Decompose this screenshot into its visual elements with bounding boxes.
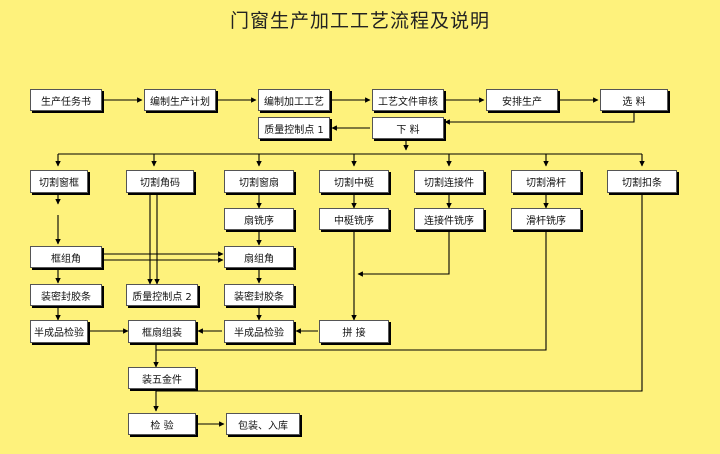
cut-mullion-box: 切割中梃	[319, 170, 389, 193]
cut-sash-box: 切割窗扇	[224, 170, 294, 193]
final-inspection-box: 检 验	[128, 413, 196, 435]
frame-corner-assembly-box: 框组角	[30, 246, 102, 268]
hardware-installation-box: 装五金件	[128, 367, 196, 389]
sash-seal-strip-box: 装密封胶条	[224, 284, 294, 306]
cut-slide-bar-box: 切割滑杆	[511, 170, 581, 193]
task-order-box: 生产任务书	[30, 89, 102, 111]
connector-milling-box: 连接件铣序	[414, 208, 484, 230]
production-plan-box: 编制生产计划	[144, 89, 216, 111]
slide-bar-milling-box: 滑杆铣序	[511, 208, 581, 230]
packing-warehousing-box: 包装、入库	[226, 413, 300, 435]
cut-frame-box: 切割窗框	[30, 170, 88, 193]
splicing-box: 拼 接	[319, 320, 389, 343]
material-selection-box: 选 料	[600, 89, 668, 111]
sash-semi-finished-inspection-box: 半成品检验	[224, 320, 294, 343]
cut-connector-box: 切割连接件	[414, 170, 484, 193]
cut-corner-code-box: 切割角码	[126, 170, 194, 193]
document-review-box: 工艺文件审核	[372, 89, 444, 111]
sash-milling-box: 扇铣序	[224, 208, 294, 230]
page-title: 门窗生产加工工艺流程及说明	[229, 10, 490, 32]
quality-control-point-2-box: 质量控制点 2	[126, 284, 198, 306]
process-plan-box: 编制加工工艺	[258, 89, 330, 111]
frame-sash-assembly-box: 框扇组装	[128, 320, 196, 343]
cutting-material-box: 下 料	[372, 117, 444, 139]
cut-strip-box: 切割扣条	[607, 170, 677, 193]
quality-control-point-1-box: 质量控制点 1	[258, 117, 330, 139]
sash-corner-assembly-box: 扇组角	[224, 246, 294, 268]
arrange-production-box: 安排生产	[486, 89, 558, 111]
frame-seal-strip-box: 装密封胶条	[30, 284, 102, 306]
frame-semi-finished-inspection-box: 半成品检验	[30, 320, 88, 343]
mullion-milling-box: 中梃铣序	[319, 208, 389, 230]
